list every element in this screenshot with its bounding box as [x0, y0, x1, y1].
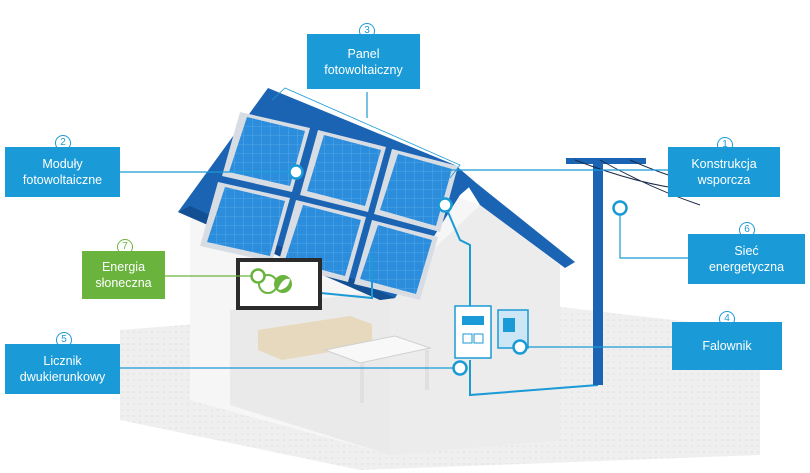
- inverter-icon: [497, 309, 529, 349]
- callout-panel-fotowoltaiczny: Panel fotowoltaiczny: [307, 34, 420, 89]
- energy-screen: [236, 258, 322, 310]
- callout-label-6: Sieć energetyczna: [708, 244, 785, 274]
- callout-label-4: Falownik: [702, 339, 752, 353]
- connector-lines: [120, 92, 690, 369]
- ac-cable: [469, 360, 599, 397]
- house-roof-right: [455, 165, 575, 268]
- table: [323, 335, 432, 364]
- bidirectional-meter-icon: [454, 305, 492, 359]
- solar-panel-array: [200, 112, 458, 300]
- callout-falownik: Falownik: [672, 322, 782, 370]
- callout-label-5: Licznik dwukierunkowy: [19, 354, 106, 384]
- callout-licznik-dwukierunkowy: Licznik dwukierunkowy: [5, 344, 120, 394]
- callout-energia-sloneczna: Energia słoneczna: [82, 251, 165, 299]
- callout-konstrukcja-wsporcza: Konstrukcja wsporcza: [668, 147, 780, 197]
- callout-label-2: Moduły fotowoltaiczne: [22, 157, 103, 187]
- marker-circle-green: [250, 268, 266, 284]
- callout-siec-energetyczna: Sieć energetyczna: [688, 234, 805, 284]
- callout-label-7: Energia słoneczna: [95, 260, 152, 290]
- dc-cable: [444, 204, 471, 310]
- panel-bracket: [271, 87, 461, 179]
- callout-moduly-fotowoltaiczne: Moduły fotowoltaiczne: [5, 147, 120, 197]
- leaf-icon: [278, 278, 290, 290]
- callout-label-1: Konstrukcja wsporcza: [691, 157, 757, 187]
- callout-label-3: Panel fotowoltaiczny: [324, 46, 403, 77]
- marker-circles: [288, 164, 628, 376]
